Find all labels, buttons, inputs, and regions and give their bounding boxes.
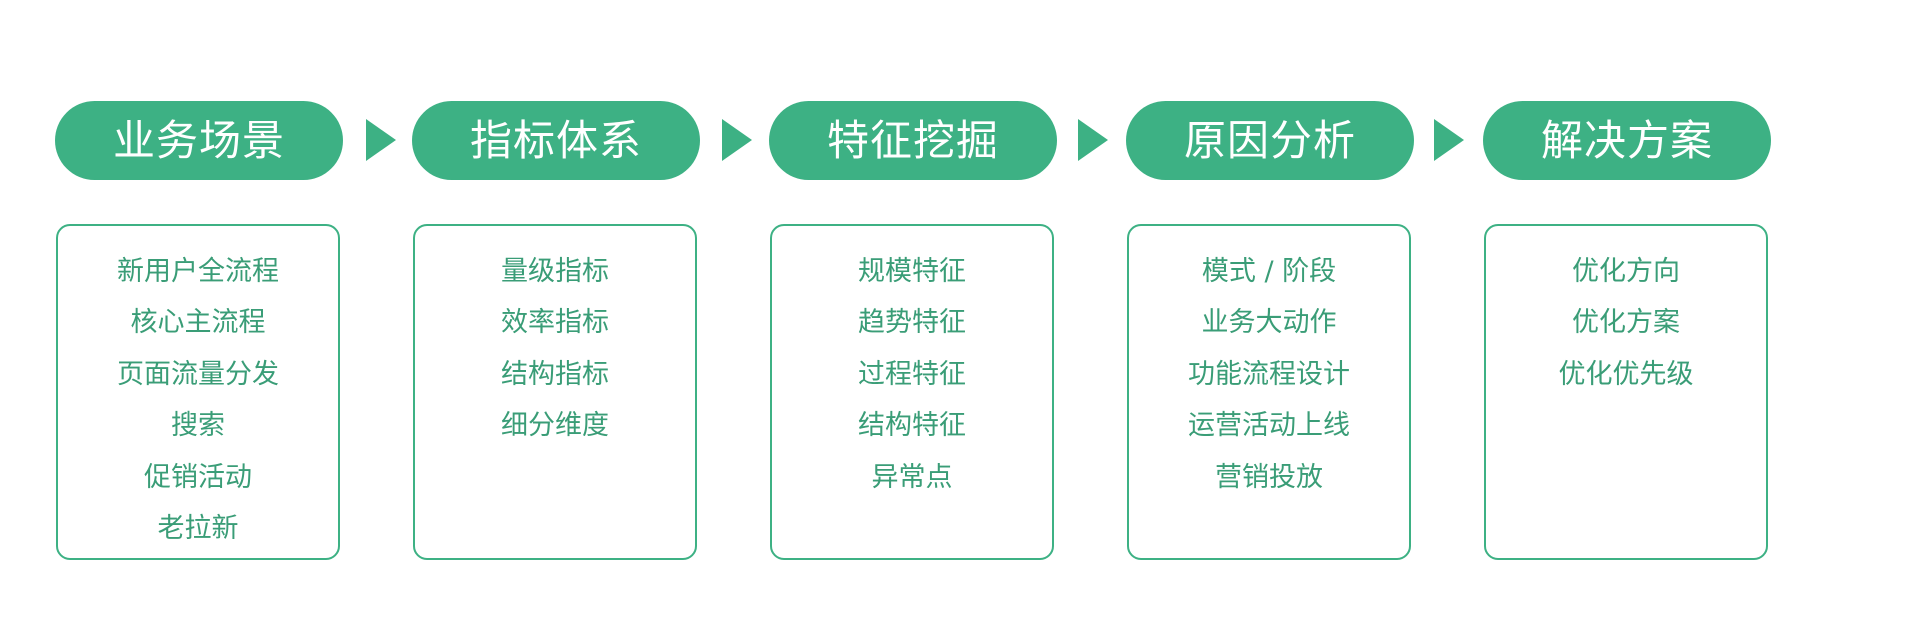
flow-arrow-icon [1434, 119, 1464, 161]
step-item: 核心主流程 [130, 307, 266, 339]
step-column: 指标体系量级指标效率指标结构指标细分维度 [412, 0, 702, 628]
step-item: 运营活动上线 [1188, 410, 1350, 442]
step-item: 促销活动 [144, 461, 252, 493]
step-item-list: 优化方向优化方案优化优先级 [1486, 246, 1766, 400]
step-card: 量级指标效率指标结构指标细分维度 [413, 224, 697, 560]
step-item: 页面流量分发 [117, 358, 279, 390]
step-item: 功能流程设计 [1188, 358, 1350, 390]
step-item-list: 规模特征趋势特征过程特征结构特征异常点 [772, 246, 1052, 503]
step-item: 趋势特征 [858, 307, 966, 339]
flow-arrow-icon [366, 119, 396, 161]
step-column: 原因分析模式 / 阶段业务大动作功能流程设计运营活动上线营销投放 [1126, 0, 1416, 628]
step-item: 量级指标 [501, 256, 609, 287]
step-title: 业务场景 [55, 101, 343, 180]
step-card: 模式 / 阶段业务大动作功能流程设计运营活动上线营销投放 [1127, 224, 1411, 560]
step-item-list: 模式 / 阶段业务大动作功能流程设计运营活动上线营销投放 [1129, 246, 1409, 503]
step-item-list: 新用户全流程核心主流程页面流量分发搜索促销活动老拉新 [58, 246, 338, 554]
step-item: 优化方向 [1572, 256, 1680, 287]
step-card: 新用户全流程核心主流程页面流量分发搜索促销活动老拉新 [56, 224, 340, 560]
step-item-list: 量级指标效率指标结构指标细分维度 [415, 246, 695, 452]
step-item: 模式 / 阶段 [1201, 256, 1337, 287]
step-column: 特征挖掘规模特征趋势特征过程特征结构特征异常点 [769, 0, 1059, 628]
step-item: 规模特征 [858, 256, 966, 287]
step-item: 异常点 [871, 461, 953, 493]
flow-arrow-icon [1078, 119, 1108, 161]
step-item: 搜索 [171, 410, 225, 442]
step-item: 细分维度 [501, 410, 609, 442]
step-item: 老拉新 [157, 512, 239, 544]
step-column: 业务场景新用户全流程核心主流程页面流量分发搜索促销活动老拉新 [55, 0, 345, 628]
flow-arrow-icon [722, 119, 752, 161]
step-card: 规模特征趋势特征过程特征结构特征异常点 [770, 224, 1054, 560]
step-item: 优化方案 [1572, 307, 1680, 339]
step-title: 原因分析 [1126, 101, 1414, 180]
step-column: 解决方案优化方向优化方案优化优先级 [1483, 0, 1773, 628]
step-item: 业务大动作 [1201, 307, 1337, 339]
step-item: 结构特征 [858, 410, 966, 442]
step-item: 新用户全流程 [117, 256, 279, 287]
step-item: 过程特征 [858, 358, 966, 390]
step-item: 优化优先级 [1558, 358, 1694, 390]
step-item: 营销投放 [1215, 461, 1323, 493]
step-title: 指标体系 [412, 101, 700, 180]
step-item: 结构指标 [501, 358, 609, 390]
step-card: 优化方向优化方案优化优先级 [1484, 224, 1768, 560]
step-item: 效率指标 [501, 307, 609, 339]
step-title: 特征挖掘 [769, 101, 1057, 180]
step-title: 解决方案 [1483, 101, 1771, 180]
